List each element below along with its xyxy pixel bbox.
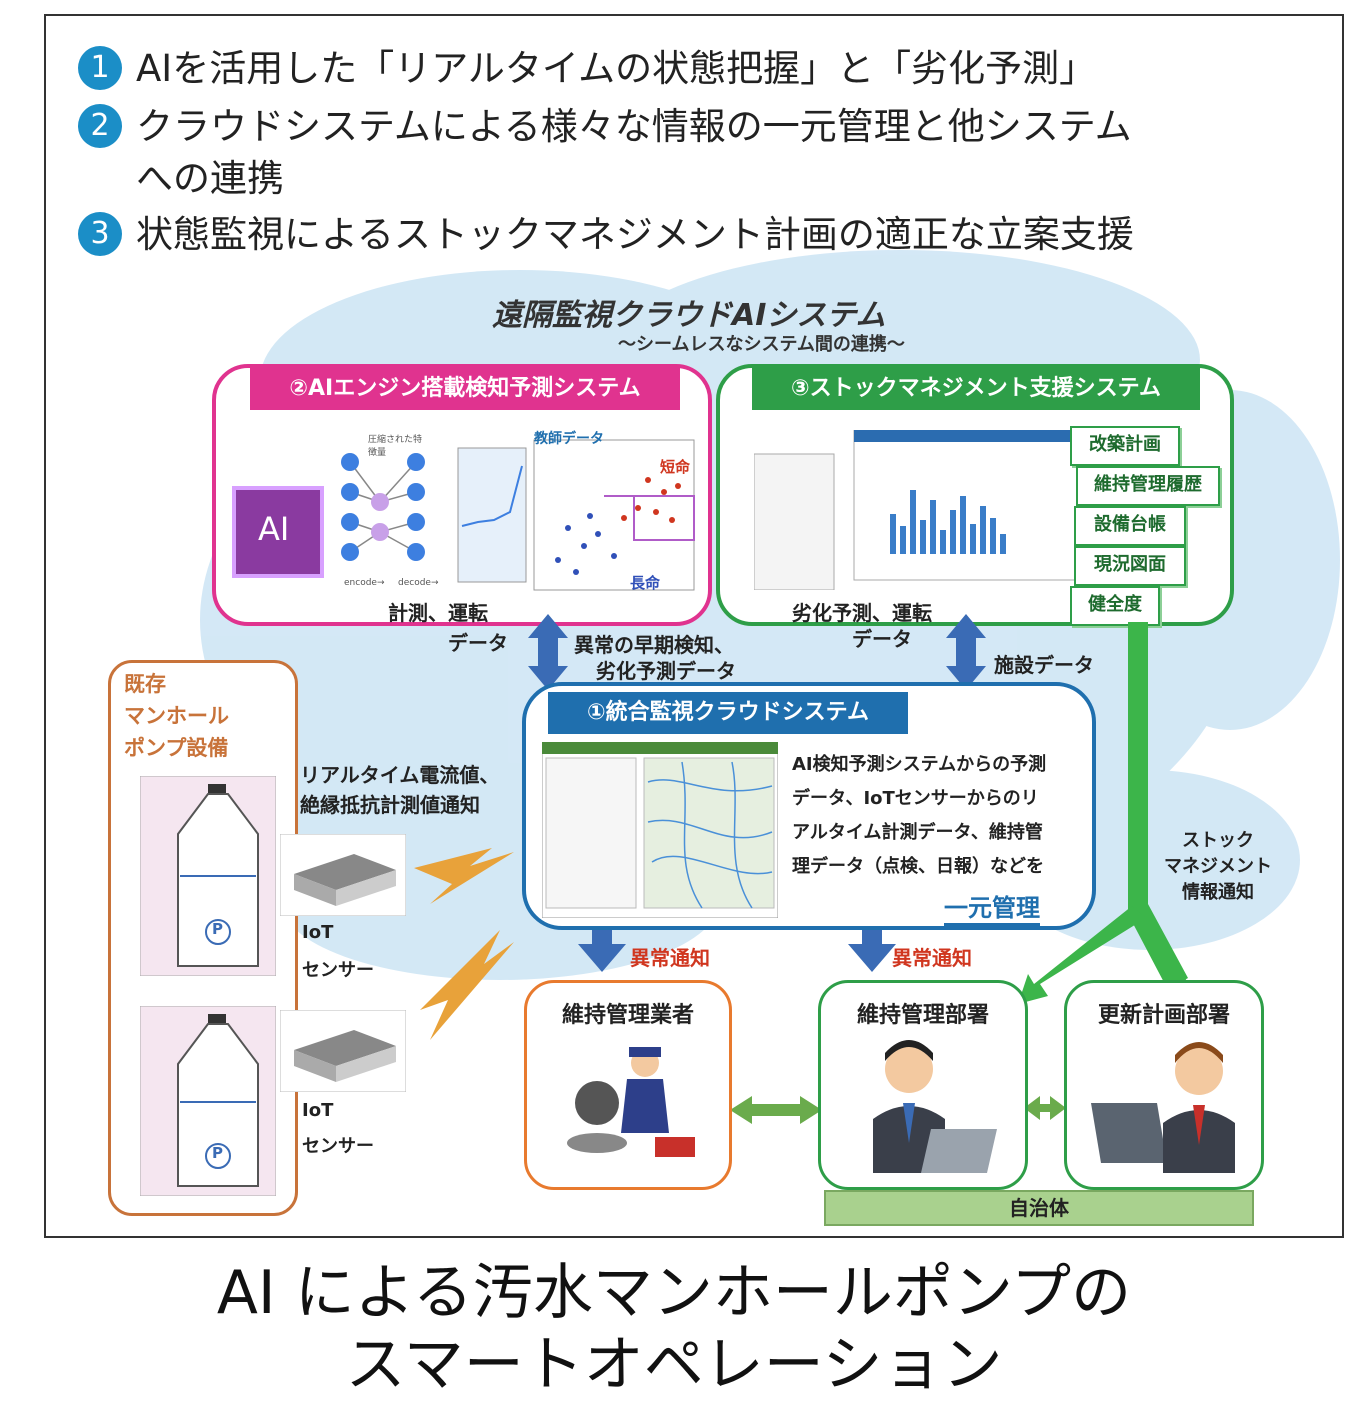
number-badge-3: 3 <box>78 212 122 256</box>
point-1-text: AIを活用した「リアルタイムの状態把握」と「劣化予測」 <box>136 47 1097 90</box>
manhole-diagram-2 <box>140 1006 276 1196</box>
renewal-dept-box: 更新計画部署 <box>1064 980 1264 1190</box>
iot-sensor-device-1 <box>280 834 406 916</box>
short-life-label: 短命 <box>660 458 691 476</box>
stock-notice-line-2: マネジメント <box>1164 856 1272 877</box>
facility-data-label: 施設データ <box>994 653 1094 677</box>
ai-label: AI <box>258 510 290 548</box>
encode-label: encode→ <box>344 578 385 588</box>
renewal-dept-title: 更新計画部署 <box>1097 1003 1230 1028</box>
contractor-title: 維持管理業者 <box>561 1003 694 1028</box>
contractor-box: 維持管理業者 <box>524 980 732 1190</box>
maintenance-dept-box: 維持管理部署 <box>818 980 1028 1190</box>
point-2-text-continued: への連携 <box>136 157 284 200</box>
pump-label-2: P <box>212 1144 223 1162</box>
existing-title-line-3: ポンプ設備 <box>124 736 229 760</box>
existing-pump-title: 既存 マンホール ポンプ設備 <box>124 668 229 764</box>
decode-label: decode→ <box>398 578 439 588</box>
number-badge-1: 1 <box>78 46 122 90</box>
iot-label-1: IoT <box>302 922 334 943</box>
integrated-screen-illustration <box>542 742 778 918</box>
alert-label-1: 異常通知 <box>630 946 710 970</box>
iot-sensor-label-2: センサー <box>302 1136 374 1157</box>
integrated-desc-line-3: アルタイム計測データ、維持管 <box>792 822 1043 843</box>
manhole-diagram-1 <box>140 776 276 976</box>
ai-diagram-illustration <box>232 439 695 591</box>
tag-site-drawing: 現況図面 <box>1074 546 1186 586</box>
footer-title-line-1: AI による汚水マンホールポンプの <box>216 1258 1132 1328</box>
renewal-staff-illustration <box>1091 1042 1235 1173</box>
stock-management-system-header: ③ストックマネジメント支援システム <box>752 368 1200 410</box>
iot-sensor-device-2 <box>280 1010 406 1092</box>
early-detection-label-2: 劣化予測データ <box>596 659 736 683</box>
realtime-notice-label-2: 絶縁抵抗計測値通知 <box>300 793 480 817</box>
integrated-desc-line-4: 理データ（点検、日報）などを <box>792 856 1044 877</box>
unified-management-label: 一元管理 <box>944 888 1040 926</box>
contractor-illustration <box>567 1047 695 1157</box>
measurement-data-label-1: 計測、運転 <box>388 601 488 625</box>
tag-maintenance-history: 維持管理履歴 <box>1076 466 1220 506</box>
point-1: 1 AIを活用した「リアルタイムの状態把握」と「劣化予測」 <box>78 46 1096 92</box>
degradation-data-label-1: 劣化予測、運転 <box>792 601 932 625</box>
alert-label-2: 異常通知 <box>892 946 972 970</box>
cloud-title: 遠隔監視クラウドAIシステム <box>492 298 886 333</box>
municipality-bar: 自治体 <box>824 1190 1254 1226</box>
pump-label-1: P <box>212 920 223 938</box>
maintenance-staff-illustration <box>873 1040 997 1173</box>
iot-label-2: IoT <box>302 1100 334 1121</box>
iot-sensor-label-1: センサー <box>302 960 374 981</box>
early-detection-label-1: 異常の早期検知、 <box>574 633 734 657</box>
cloud-subtitle: ～シームレスなシステム間の連携～ <box>618 334 905 355</box>
ai-detection-system-header: ②AIエンジン搭載検知予測システム <box>250 368 680 410</box>
teacher-data-label: 教師データ <box>534 431 604 447</box>
existing-title-line-2: マンホール <box>124 704 229 728</box>
integrated-desc-line-2: データ、IoTセンサーからのリ <box>792 788 1039 809</box>
stock-notice-label: ストック マネジメント 情報通知 <box>1164 828 1272 906</box>
long-life-label: 長命 <box>630 574 661 592</box>
tag-health-degree: 健全度 <box>1070 586 1160 626</box>
stock-screen-illustration <box>754 430 1084 590</box>
existing-title-line-1: 既存 <box>124 672 166 696</box>
point-3: 3 状態監視によるストックマネジメント計画の適正な立案支援 <box>78 212 1134 258</box>
measurement-data-label-2: データ <box>448 631 508 655</box>
tag-equipment-ledger: 設備台帳 <box>1074 506 1186 546</box>
point-2: 2 クラウドシステムによる様々な情報の一元管理と他システム <box>78 104 1132 150</box>
footer-title-line-2: スマートオペレーション <box>345 1330 1003 1400</box>
tag-renovation-plan: 改築計画 <box>1070 426 1180 466</box>
stock-notice-line-1: ストック <box>1182 830 1254 851</box>
integrated-cloud-system-header: ①統合監視クラウドシステム <box>548 692 908 734</box>
point-2-continued: への連携 <box>136 156 284 202</box>
compressed-feature-label: 圧縮された特徴量 <box>368 435 423 458</box>
point-2-text: クラウドシステムによる様々な情報の一元管理と他システム <box>136 105 1132 148</box>
integrated-desc-line-1: AI検知予測システムからの予測 <box>792 754 1047 775</box>
realtime-notice-label-1: リアルタイム電流値、 <box>300 763 500 787</box>
number-badge-2: 2 <box>78 104 122 148</box>
maintenance-dept-title: 維持管理部署 <box>856 1003 989 1028</box>
integrated-description: AI検知予測システムからの予測 データ、IoTセンサーからのリ アルタイム計測デ… <box>792 748 1046 884</box>
point-3-text: 状態監視によるストックマネジメント計画の適正な立案支援 <box>136 213 1134 256</box>
degradation-data-label-2: データ <box>852 627 912 651</box>
stock-notice-line-3: 情報通知 <box>1182 882 1254 903</box>
